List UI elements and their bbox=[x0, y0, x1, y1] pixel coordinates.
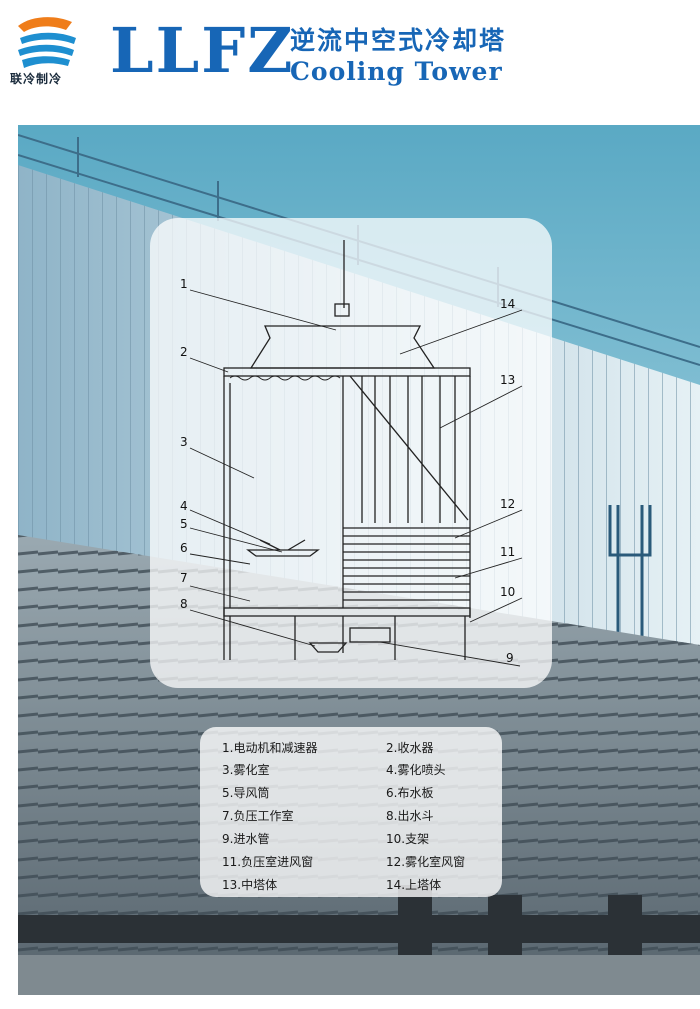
callout-7: 7 bbox=[180, 571, 188, 585]
legend-item: 12.雾化室风窗 bbox=[386, 855, 466, 869]
legend-item: 7.负压工作室 bbox=[222, 809, 294, 823]
callout-4: 4 bbox=[180, 499, 188, 513]
legend-item: 10.支架 bbox=[386, 832, 430, 846]
legend-card: 1.电动机和减速器 2.收水器 3.雾化室 4.雾化喷头 5.导风筒 6.布水板… bbox=[200, 727, 502, 897]
legend-item: 6.布水板 bbox=[386, 786, 434, 800]
brand-name-cn: 联冷制冷 bbox=[10, 72, 63, 86]
diagram-card: 1 2 3 4 5 6 7 8 14 13 12 11 10 9 bbox=[150, 218, 552, 688]
callout-10: 10 bbox=[500, 585, 515, 599]
callout-leaders bbox=[189, 289, 523, 667]
callout-5: 5 bbox=[180, 517, 188, 531]
callout-1: 1 bbox=[180, 277, 188, 291]
header: 联冷制冷 LLFZ 逆流中空式冷却塔 Cooling Tower bbox=[0, 0, 700, 120]
legend-item: 11.负压室进风窗 bbox=[222, 855, 314, 869]
page-title-en: Cooling Tower bbox=[290, 57, 503, 86]
legend-item: 2.收水器 bbox=[386, 741, 434, 755]
legend-item: 5.导风筒 bbox=[222, 786, 270, 800]
legend-item: 3.雾化室 bbox=[222, 763, 270, 777]
page-title-cn: 逆流中空式冷却塔 bbox=[290, 26, 507, 55]
callout-14: 14 bbox=[500, 297, 515, 311]
cooling-tower-diagram: 1 2 3 4 5 6 7 8 14 13 12 11 10 9 bbox=[180, 240, 523, 667]
callout-8: 8 bbox=[180, 597, 188, 611]
callout-3: 3 bbox=[180, 435, 188, 449]
callout-2: 2 bbox=[180, 345, 188, 359]
legend-item: 9.进水管 bbox=[222, 832, 270, 846]
tower-outline bbox=[223, 240, 471, 660]
wave-s-logo-icon bbox=[18, 17, 76, 68]
legend-item: 4.雾化喷头 bbox=[386, 763, 446, 777]
legend-item: 14.上塔体 bbox=[386, 878, 442, 892]
callout-labels: 1 2 3 4 5 6 7 8 14 13 12 11 10 9 bbox=[180, 277, 515, 665]
legend-item: 8.出水斗 bbox=[386, 809, 434, 823]
callout-11: 11 bbox=[500, 545, 515, 559]
callout-12: 12 bbox=[500, 497, 515, 511]
callout-6: 6 bbox=[180, 541, 188, 555]
brand-logo-text: LLFZ bbox=[110, 14, 295, 87]
legend-item: 13.中塔体 bbox=[222, 878, 278, 892]
legend-item: 1.电动机和减速器 bbox=[222, 741, 318, 755]
callout-13: 13 bbox=[500, 373, 515, 387]
callout-9: 9 bbox=[506, 651, 514, 665]
